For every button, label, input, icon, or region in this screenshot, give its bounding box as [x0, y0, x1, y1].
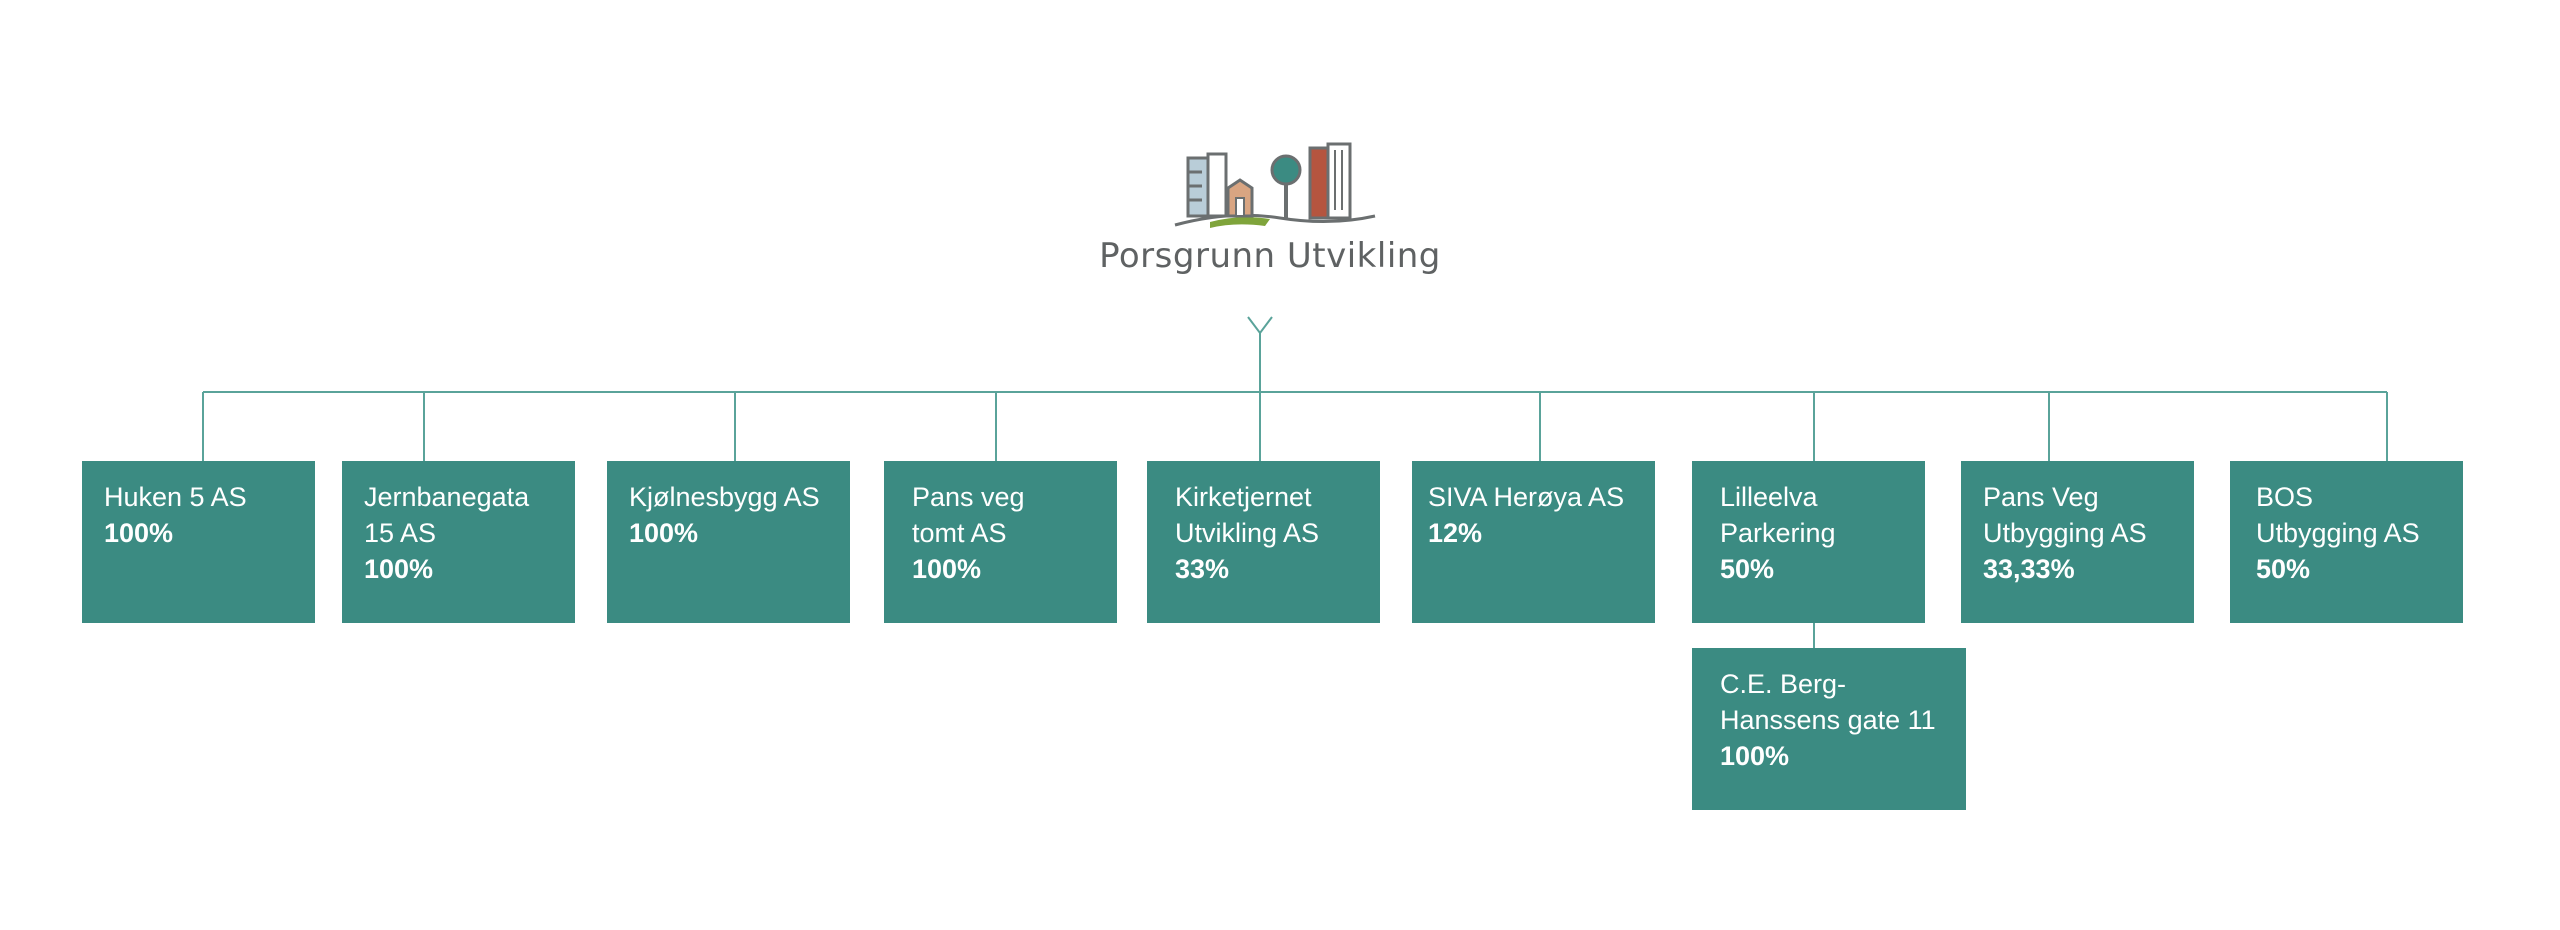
company-name: C.E. Berg- Hanssens gate 11 — [1720, 669, 1936, 735]
company-ownership: 100% — [1720, 741, 1790, 771]
company-box-kirketjernet-utvikling: Kirketjernet Utvikling AS 33% — [1147, 461, 1380, 623]
company-name: Jernbanegata 15 AS — [364, 482, 530, 548]
company-name: Kjølnesbygg AS — [629, 482, 820, 512]
company-ownership: 100% — [104, 518, 174, 548]
logo-text: Porsgrunn Utvikling — [1099, 236, 1441, 276]
company-name: BOS Utbygging AS — [2256, 482, 2420, 548]
company-box-ce-berg-hanssens-gate-11: C.E. Berg- Hanssens gate 11 100% — [1692, 648, 1966, 810]
company-box-kjolnesbygg: Kjølnesbygg AS 100% — [607, 461, 850, 623]
company-box-lilleelva-parkering: Lilleelva Parkering 50% — [1692, 461, 1925, 623]
company-name: SIVA Herøya AS — [1428, 482, 1625, 512]
company-box-siva-heroya: SIVA Herøya AS 12% — [1412, 461, 1655, 623]
company-name: Lilleelva Parkering — [1720, 482, 1836, 548]
company-logo: Porsgrunn Utvikling — [1060, 140, 1480, 280]
company-box-pans-veg-tomt: Pans veg tomt AS 100% — [884, 461, 1117, 623]
company-ownership: 50% — [1720, 554, 1775, 584]
trunk-arrow — [1247, 316, 1273, 335]
company-name: Kirketjernet Utvikling AS — [1175, 482, 1320, 548]
company-ownership: 100% — [364, 554, 434, 584]
city-buildings-icon — [1174, 142, 1376, 228]
company-box-jernbanegata-15: Jernbanegata 15 AS 100% — [342, 461, 575, 623]
company-ownership: 12% — [1428, 518, 1483, 548]
company-box-huken-5: Huken 5 AS 100% — [82, 461, 315, 623]
company-ownership: 50% — [2256, 554, 2311, 584]
company-name: Huken 5 AS — [104, 482, 247, 512]
company-ownership: 100% — [912, 554, 982, 584]
company-name: Pans veg tomt AS — [912, 482, 1025, 548]
company-ownership: 33,33% — [1983, 554, 2075, 584]
company-name: Pans Veg Utbygging AS — [1983, 482, 2147, 548]
company-ownership: 33% — [1175, 554, 1230, 584]
company-ownership: 100% — [629, 518, 699, 548]
company-box-pans-veg-utbygging: Pans Veg Utbygging AS 33,33% — [1961, 461, 2194, 623]
company-box-bos-utbygging: BOS Utbygging AS 50% — [2230, 461, 2463, 623]
